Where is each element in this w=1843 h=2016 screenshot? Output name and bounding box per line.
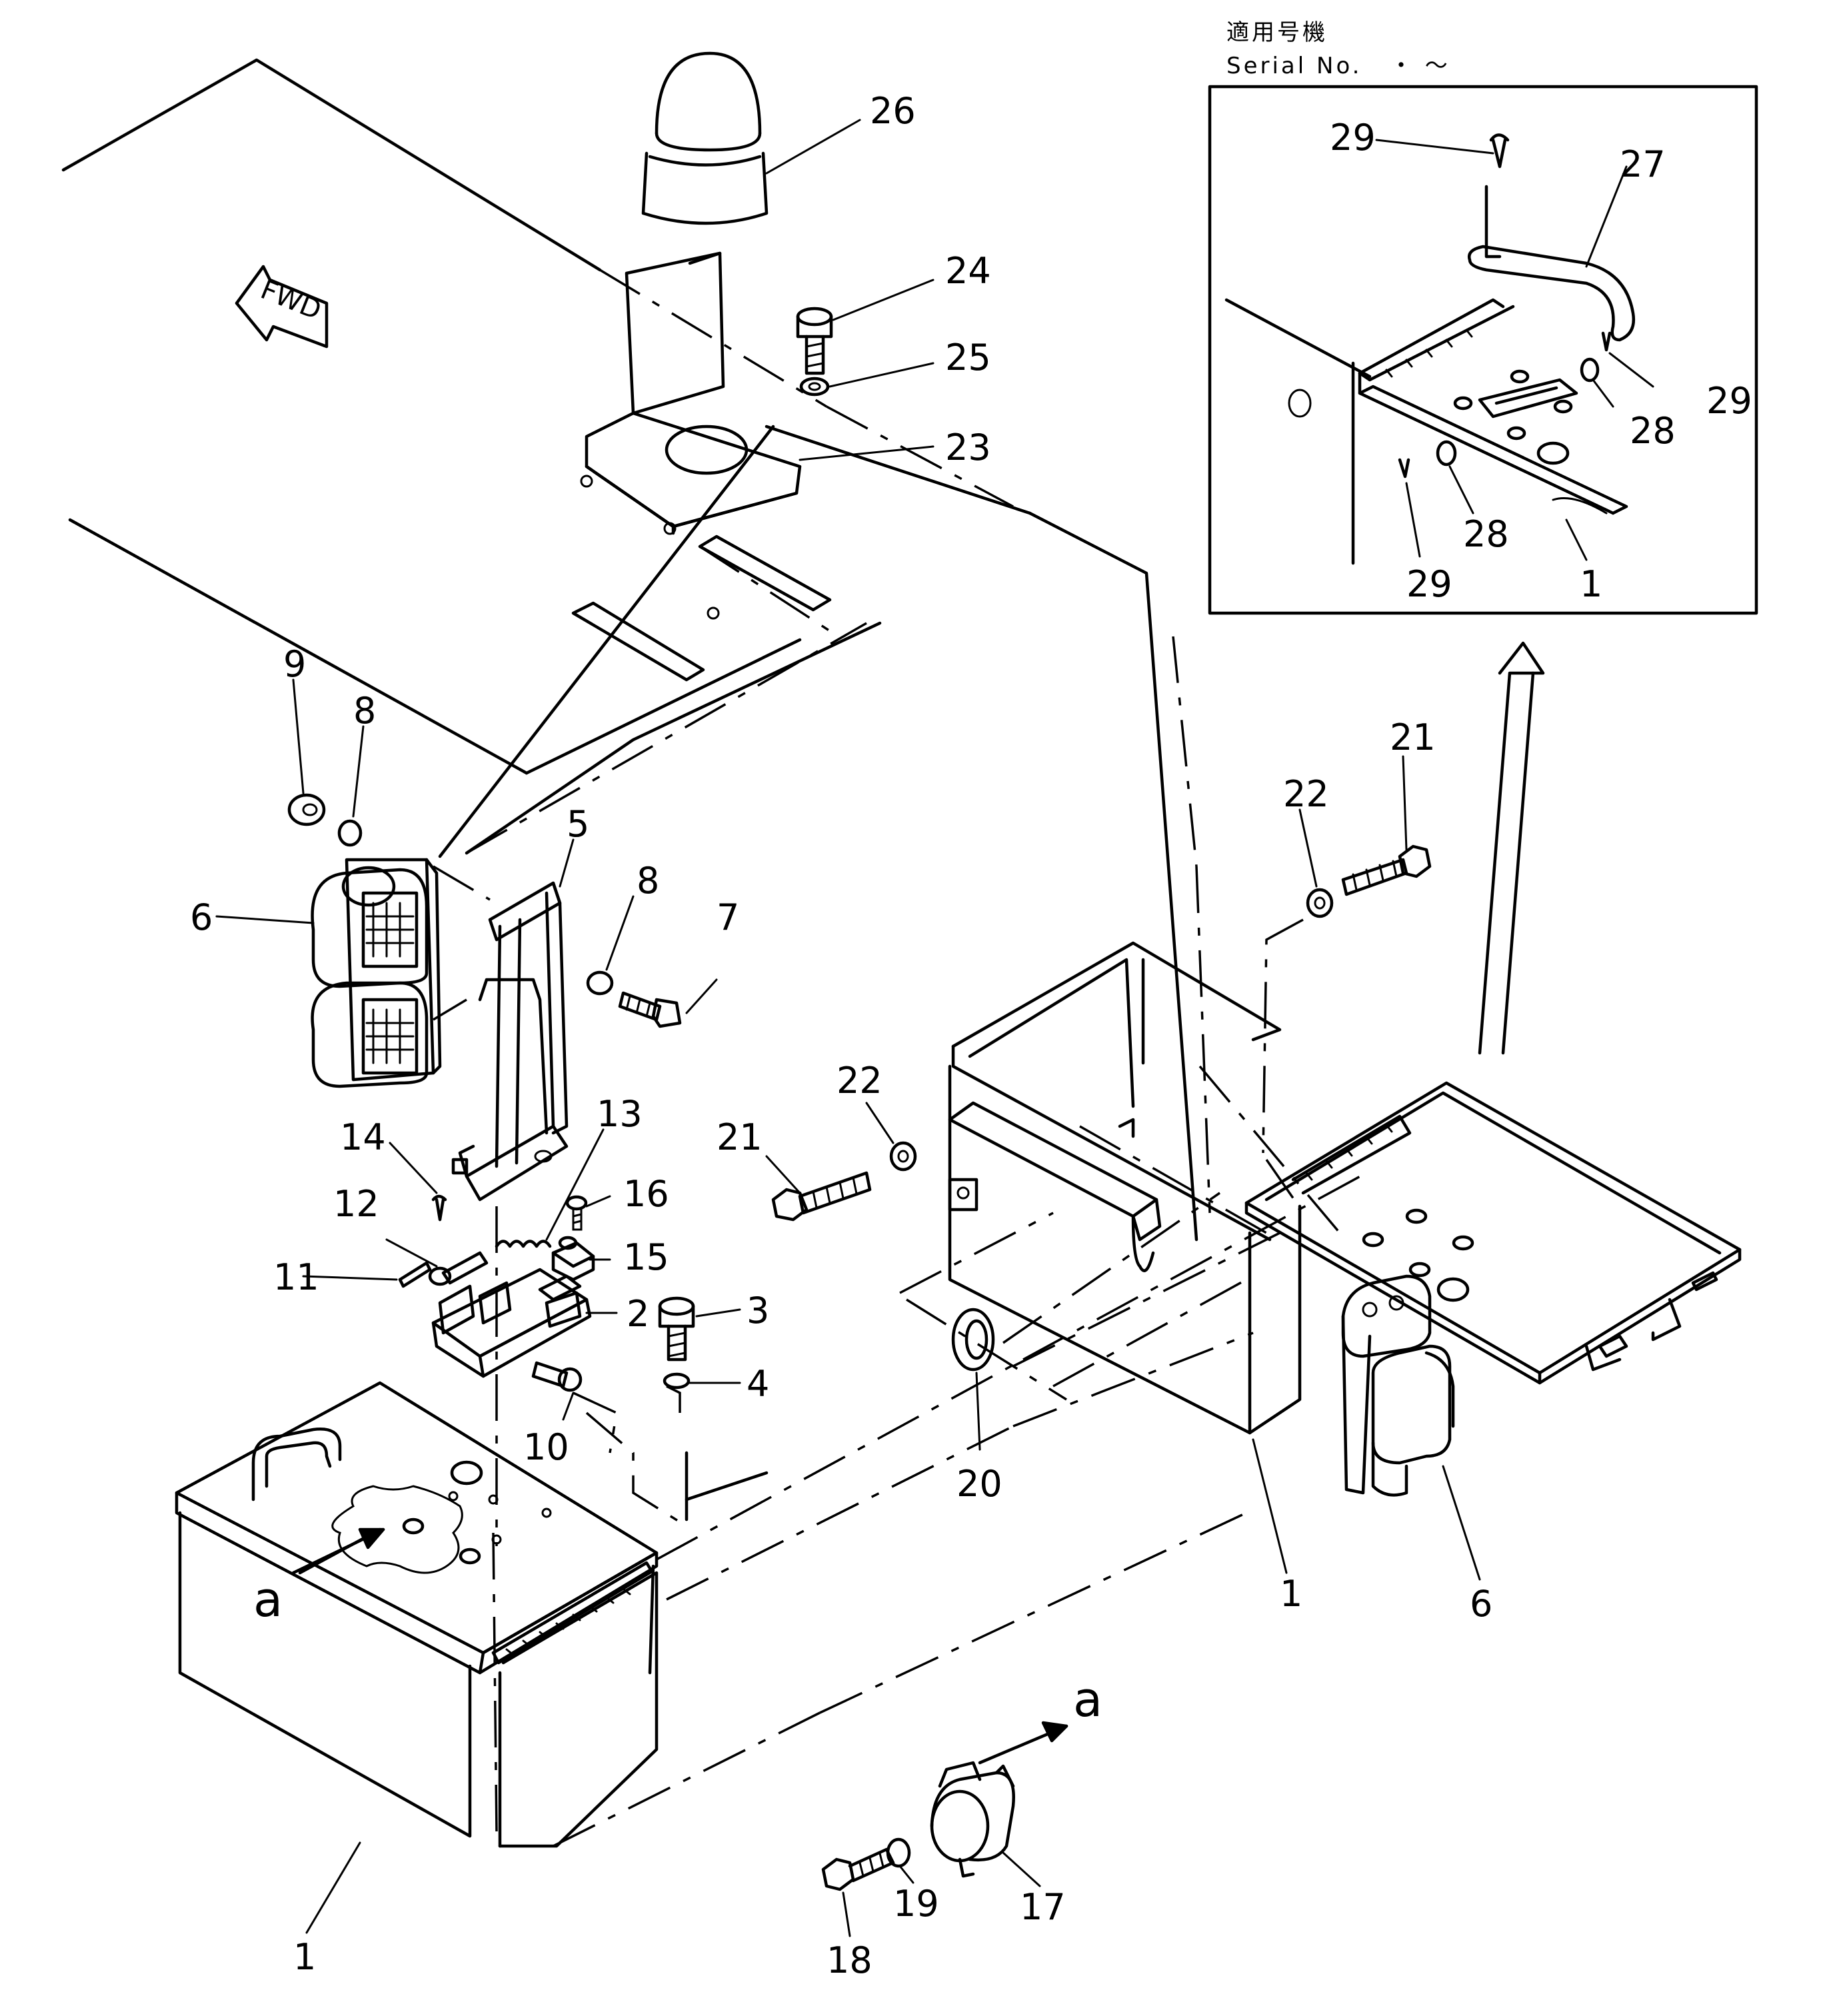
callout-18: 18	[827, 1939, 873, 1981]
assembly-lines	[433, 269, 1367, 1847]
bolt-18	[821, 1847, 895, 1891]
callout-3: 3	[747, 1290, 769, 1332]
callout-16: 16	[623, 1173, 669, 1215]
callout-15: 15	[623, 1236, 669, 1278]
bolt-24	[796, 307, 833, 375]
serial-range: ・ ～	[1390, 53, 1450, 79]
callout-14: 14	[340, 1116, 386, 1158]
view-mark-a-detail: a	[1073, 1671, 1102, 1727]
grommet-20	[951, 1308, 995, 1372]
callout-29-bottom: 29	[1406, 563, 1452, 605]
callout-13: 13	[597, 1093, 643, 1135]
serial-en: Serial No.	[1226, 53, 1362, 79]
callout-22-left: 22	[837, 1060, 883, 1102]
bolt-3	[658, 1296, 695, 1362]
serial-jp: 適用号機	[1226, 19, 1328, 46]
arrow-to-detail	[1478, 641, 1545, 1055]
callout-22-right: 22	[1283, 773, 1329, 815]
callout-6-right: 6	[1470, 1583, 1492, 1625]
nut-9	[287, 793, 326, 826]
switch-17	[930, 1761, 1015, 1878]
washer-25	[799, 377, 830, 397]
callout-28-right: 28	[1630, 410, 1676, 452]
callout-10: 10	[523, 1426, 569, 1468]
battery-cover-right	[1244, 1081, 1742, 1385]
beacon-bracket	[580, 251, 802, 535]
callout-29-right: 29	[1706, 380, 1752, 422]
callout-6-left: 6	[190, 896, 213, 938]
pin-12	[428, 1251, 489, 1286]
callout-11: 11	[273, 1256, 319, 1298]
detail-inset	[1208, 85, 1758, 615]
callout-8-lower: 8	[637, 860, 659, 902]
bolt-7	[618, 991, 682, 1028]
fwd-arrow: FWD	[235, 265, 329, 349]
callout-27: 27	[1620, 143, 1666, 185]
work-lamp-left	[311, 858, 442, 1088]
serial-caption: 適用号機 Serial No. ・ ～	[1226, 19, 1450, 79]
washer-22-right	[1306, 888, 1334, 918]
callout-25: 25	[945, 337, 991, 379]
callout-24: 24	[945, 250, 991, 292]
callout-9: 9	[283, 643, 306, 685]
washer-22-left	[889, 1141, 917, 1172]
plate-15	[551, 1236, 595, 1282]
callout-8-upper: 8	[353, 690, 376, 732]
callout-4: 4	[747, 1363, 769, 1405]
lamp-bracket	[451, 881, 569, 1202]
pin-10	[531, 1361, 583, 1392]
cotter-pin-11	[398, 1261, 432, 1288]
view-mark-a-main: a	[253, 1571, 283, 1627]
callout-1-middle: 1	[1280, 1573, 1302, 1615]
lock-assembly	[431, 1268, 592, 1378]
callout-1-bottom: 1	[293, 1936, 316, 1978]
fwd-label: FWD	[257, 275, 326, 327]
screw-16	[565, 1195, 588, 1231]
work-lamp-right	[1341, 1274, 1455, 1497]
callout-1-detail: 1	[1580, 563, 1602, 605]
callout-28-lower: 28	[1463, 513, 1509, 555]
callout-5: 5	[567, 803, 589, 845]
callout-26: 26	[870, 90, 916, 132]
beacon-lamp	[641, 51, 769, 225]
battery-box-right	[948, 941, 1302, 1435]
callout-12: 12	[333, 1183, 379, 1225]
washer-8-lower	[586, 970, 614, 996]
callout-17: 17	[1020, 1886, 1066, 1928]
washer-19	[886, 1837, 911, 1868]
arrow-a-main	[291, 1527, 385, 1575]
bolt-21-right	[1341, 844, 1432, 896]
bolt-21-left	[771, 1171, 872, 1222]
callout-29-top: 29	[1330, 117, 1376, 159]
callout-7: 7	[717, 896, 739, 938]
washer-8-upper	[337, 819, 363, 847]
callout-21-left: 21	[717, 1116, 763, 1158]
cab-roof	[61, 58, 1198, 1521]
callout-19: 19	[893, 1883, 939, 1925]
battery-box-left	[175, 1381, 659, 1848]
leader-lines	[215, 119, 1654, 1937]
washer-4	[663, 1372, 691, 1390]
callout-labels: 26 24 25 23 9 8 5 8 7 6 14 13 16 12 15 1…	[190, 90, 1752, 1981]
arrow-to-view-a	[978, 1721, 1068, 1765]
roof-brackets	[571, 534, 832, 682]
cotter-pin-14	[431, 1194, 447, 1222]
callout-2: 2	[627, 1293, 649, 1335]
callout-21-right: 21	[1390, 716, 1436, 758]
callout-20: 20	[956, 1463, 1002, 1505]
spring-13	[495, 1240, 552, 1248]
callout-23: 23	[945, 427, 991, 469]
